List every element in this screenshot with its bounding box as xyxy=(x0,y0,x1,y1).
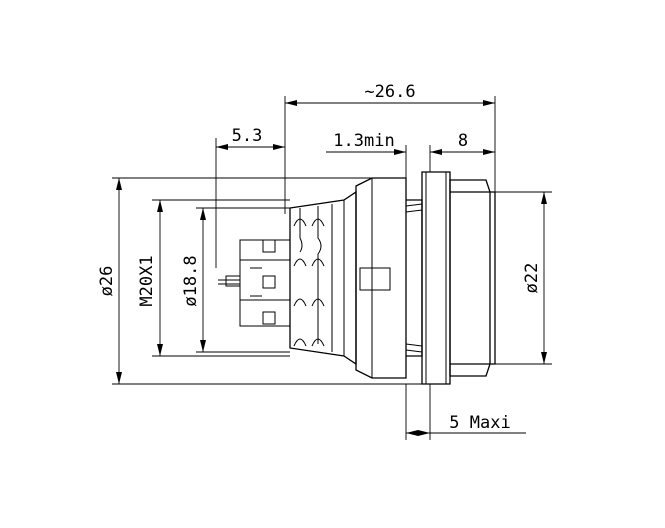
dim-overall-length-label: ~26.6 xyxy=(364,82,415,102)
dim-rear-length-label: 8 xyxy=(458,131,468,151)
dim-rear-length: 8 xyxy=(430,131,495,155)
dim-pin-depth-label: 5.3 xyxy=(232,126,263,146)
dim-inner-diameter-label: ø18.8 xyxy=(181,255,201,306)
dim-outer-diameter-label: ø26 xyxy=(97,266,117,297)
dim-rear-diameter: ø22 xyxy=(495,191,552,365)
contact-pins xyxy=(218,239,291,327)
dim-panel-max: 5 Maxi xyxy=(405,384,526,440)
dim-thread: M20X1 xyxy=(137,199,290,357)
dim-panel-min-label: 1.3min xyxy=(333,131,394,151)
thread-lines xyxy=(405,203,423,353)
dim-pin-depth: 5.3 xyxy=(215,126,285,268)
dim-panel-max-label: 5 Maxi xyxy=(449,413,510,433)
dim-rear-diameter-label: ø22 xyxy=(522,263,542,294)
dim-inner-diameter: ø18.8 xyxy=(181,207,290,353)
dim-panel-min: 1.3min xyxy=(326,131,445,178)
dim-overall-length: ~26.6 xyxy=(284,82,496,214)
connector-body xyxy=(289,171,496,385)
dim-outer-diameter: ø26 xyxy=(97,177,422,385)
dim-thread-label: M20X1 xyxy=(137,255,157,306)
